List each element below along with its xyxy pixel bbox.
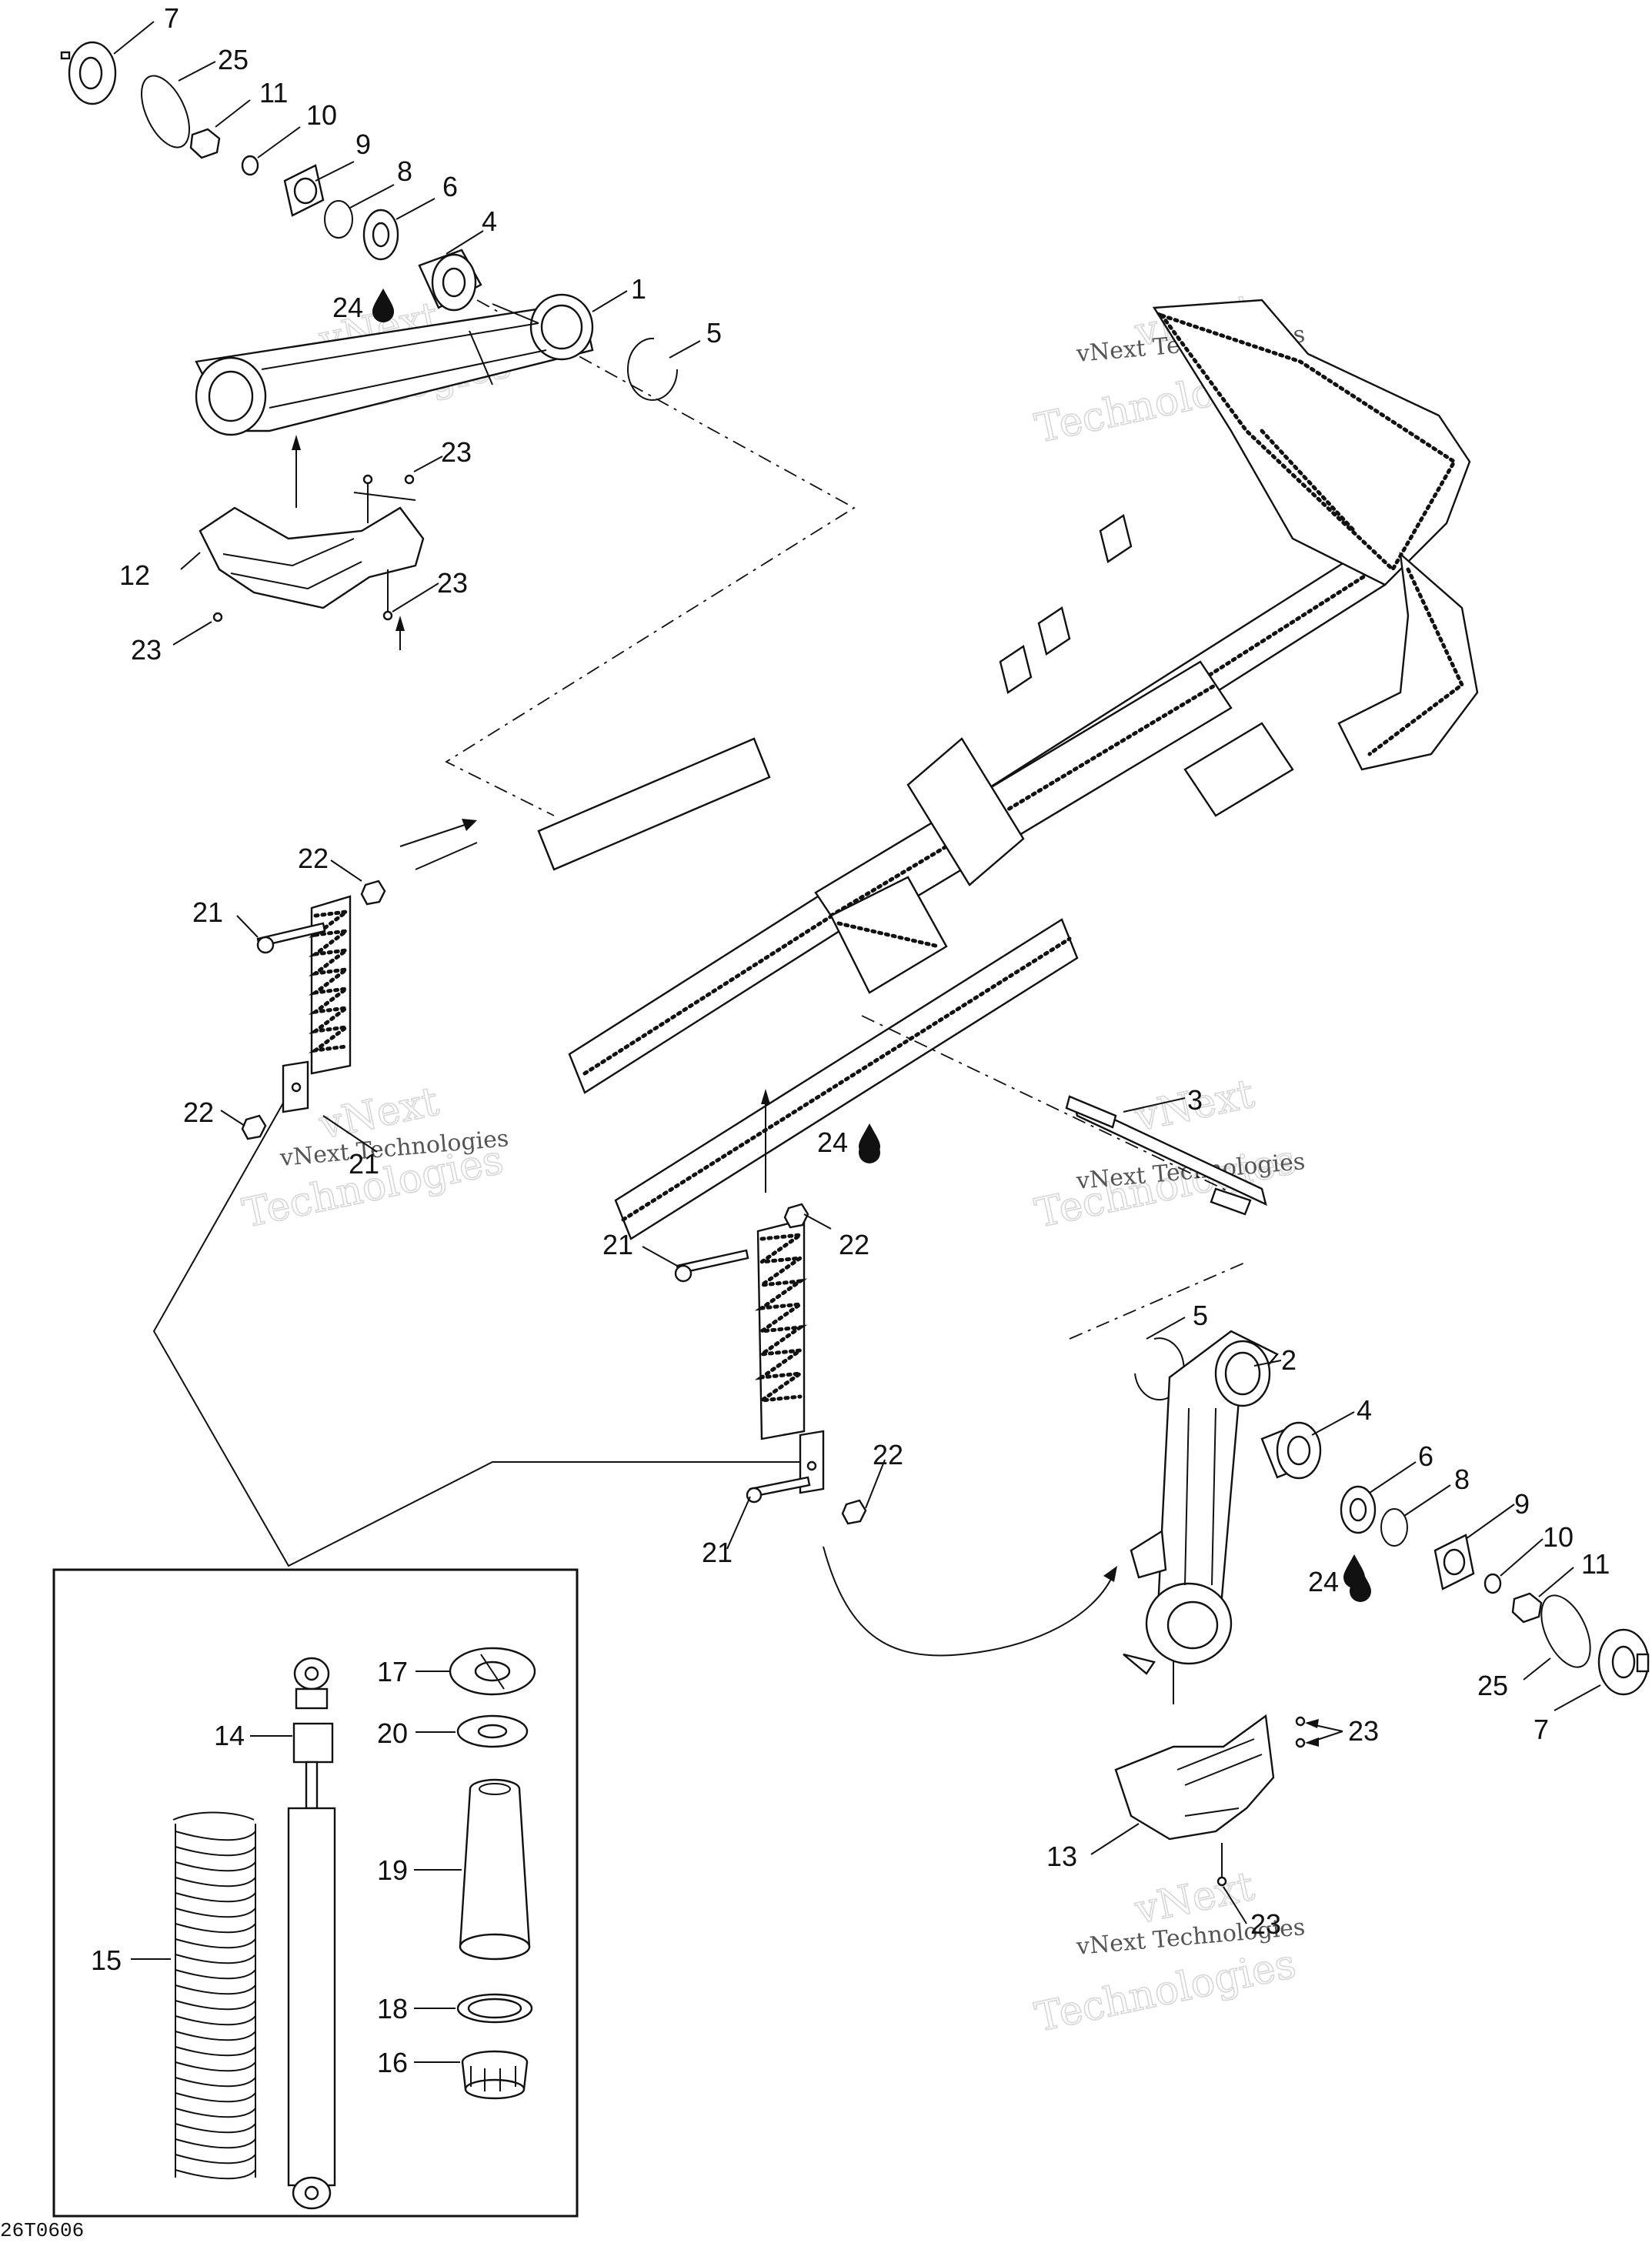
callout-16: 16 [377, 2047, 408, 2078]
callout-labels: 7 25 11 10 9 8 6 4 24 1 5 23 12 23 23 22… [91, 2, 1610, 2078]
callout-9: 9 [1514, 1488, 1530, 1520]
washer-ring [456, 1993, 533, 2024]
callout-23: 23 [1250, 1908, 1281, 1940]
dust-boot [459, 1778, 531, 1961]
callout-5: 5 [1193, 1300, 1208, 1331]
callout-2: 2 [1281, 1344, 1297, 1376]
callout-10: 10 [1543, 1521, 1574, 1553]
right-swing-arm-group [1114, 1330, 1650, 1887]
watermark: vNext Technologies vNext Technologies [1030, 1863, 1306, 2042]
callout-11: 11 [1581, 1548, 1610, 1580]
callout-24: 24 [332, 292, 363, 323]
shock-detail-inset [52, 1568, 579, 2218]
drive-shaft-part [859, 1095, 1267, 1216]
callout-6: 6 [442, 171, 458, 202]
callout-17: 17 [377, 1656, 408, 1687]
callout-4: 4 [1357, 1394, 1372, 1426]
callout-23: 23 [441, 436, 472, 468]
callout-22: 22 [298, 843, 329, 874]
grease-icon [859, 1130, 880, 1163]
callout-11: 11 [259, 77, 288, 108]
callout-7: 7 [1534, 1714, 1549, 1745]
callout-6: 6 [1418, 1440, 1433, 1472]
callout-3: 3 [1187, 1084, 1203, 1116]
assembly-lines [152, 299, 1247, 1704]
coil-spring [172, 1811, 256, 2180]
callout-7: 7 [164, 2, 179, 34]
callout-23: 23 [1348, 1715, 1379, 1747]
callout-1: 1 [631, 273, 646, 305]
callout-5: 5 [706, 317, 722, 349]
callout-20: 20 [377, 1717, 408, 1749]
callout-12: 12 [119, 559, 150, 591]
callout-24: 24 [817, 1127, 848, 1158]
callout-14: 14 [214, 1720, 245, 1751]
callout-13: 13 [1046, 1841, 1077, 1872]
spring-adjuster [461, 2050, 529, 2100]
callout-22: 22 [873, 1439, 903, 1470]
callout-23: 23 [131, 634, 162, 666]
callout-15: 15 [91, 1944, 122, 1976]
callout-8: 8 [1454, 1464, 1470, 1495]
spring-seat-upper [449, 1647, 536, 1696]
left-swing-arm-group [60, 41, 678, 622]
callout-21: 21 [602, 1229, 633, 1260]
callout-21: 21 [192, 896, 223, 928]
hub-cap-part [60, 41, 117, 105]
grease-icon [372, 289, 394, 322]
grease-icon [1350, 1568, 1371, 1602]
callout-9: 9 [355, 129, 371, 160]
shock-absorber-right [674, 1203, 867, 1525]
callout-24: 24 [1308, 1566, 1339, 1597]
callout-18: 18 [377, 1993, 408, 2024]
callout-leaders [113, 21, 1601, 2063]
callout-23: 23 [437, 567, 468, 599]
svg-text:Technologies: Technologies [1031, 1941, 1300, 2041]
callout-21: 21 [349, 1148, 379, 1180]
drawing-reference-code: 26T0606 [0, 2219, 84, 2242]
callout-22: 22 [839, 1229, 869, 1260]
callout-4: 4 [482, 205, 497, 237]
callout-10: 10 [306, 99, 337, 131]
callout-22: 22 [183, 1096, 214, 1128]
callout-8: 8 [397, 155, 412, 187]
callout-25: 25 [1477, 1670, 1508, 1701]
callout-21: 21 [702, 1537, 733, 1568]
shock-absorber-left [241, 842, 478, 1140]
vehicle-frame [537, 299, 1479, 1240]
callout-19: 19 [377, 1854, 408, 1886]
shock-body [287, 1657, 336, 2210]
callout-25: 25 [218, 44, 249, 75]
spacer [456, 1714, 529, 1748]
